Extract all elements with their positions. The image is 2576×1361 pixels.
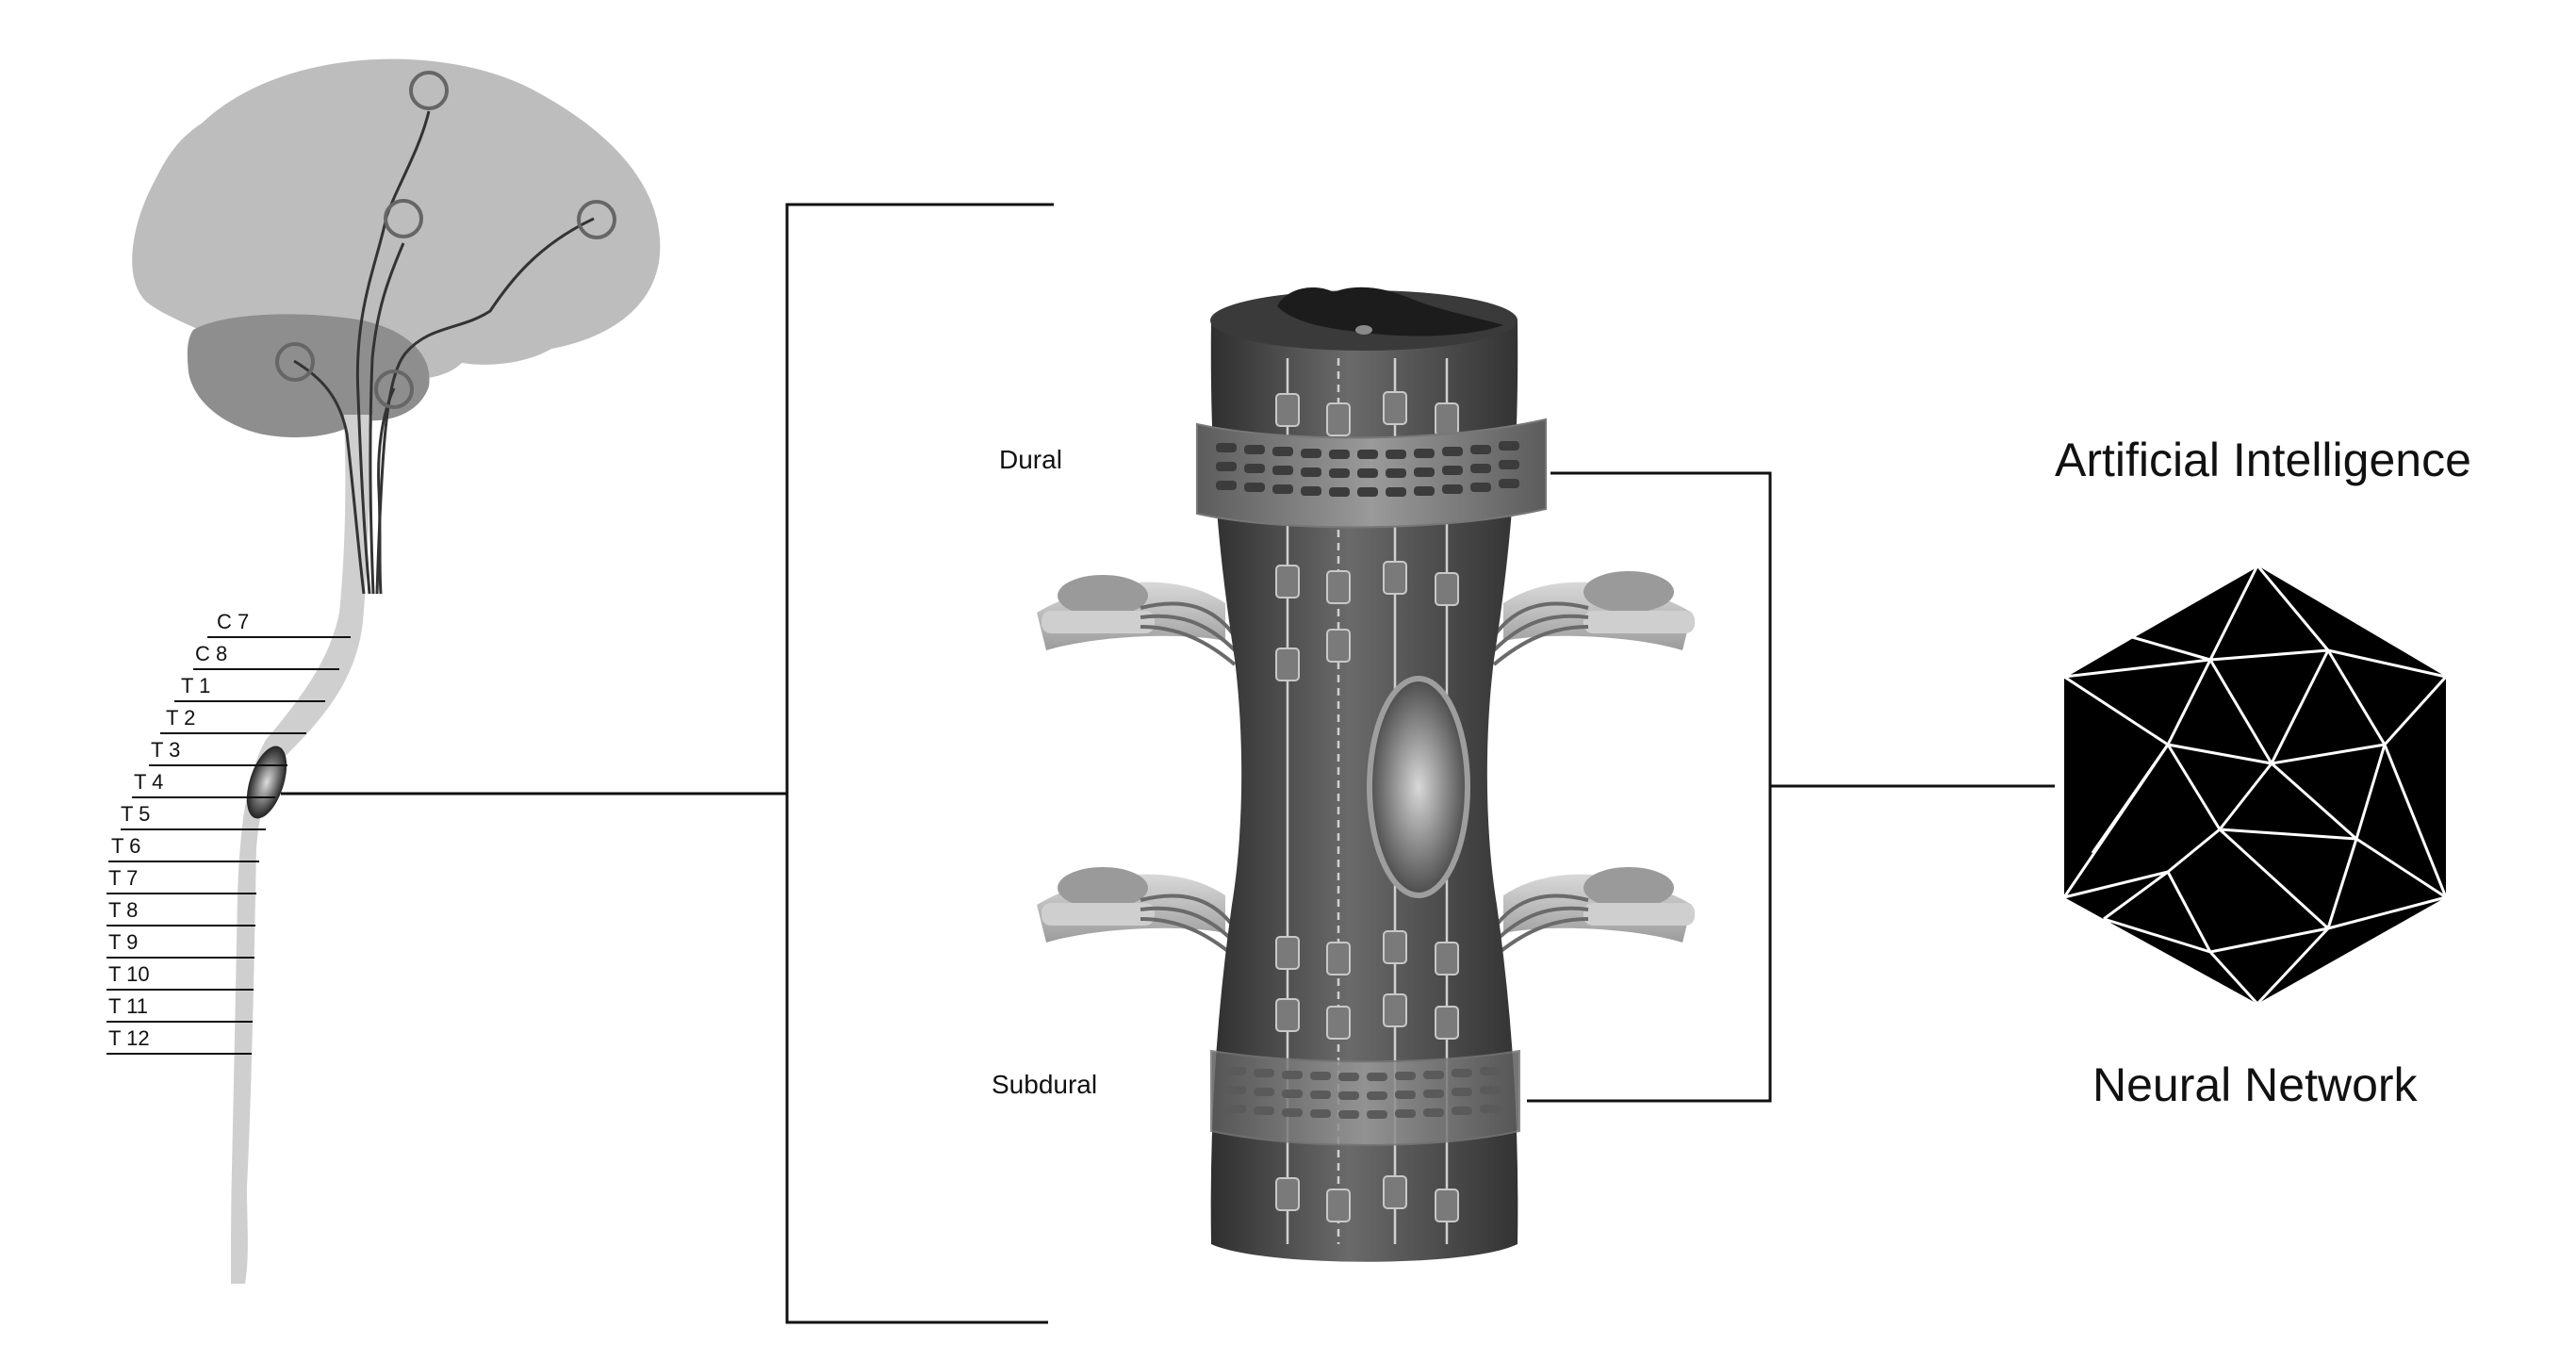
brain-figure: [132, 58, 661, 1284]
left-bracket: [785, 203, 1054, 1324]
connector-lines: [281, 203, 2055, 1324]
segment-label-t12: T 12: [108, 1026, 150, 1050]
brain-node-circle: [374, 369, 414, 409]
spinal-lesion: [246, 746, 287, 819]
network-edges: [2062, 564, 2448, 1006]
implant-device: [1037, 287, 1695, 1262]
segment-label-c7: C 7: [217, 610, 249, 633]
brain-node-circle: [577, 200, 616, 239]
brain-cerebrum: [132, 58, 661, 379]
ai-title: Artificial Intelligence: [2055, 434, 2471, 486]
subdural-band: [1210, 1049, 1520, 1146]
segment-label-t8: T 8: [108, 898, 138, 922]
nerve-roots-left: [1037, 575, 1237, 959]
neural-network-hexagon: [2062, 564, 2448, 1006]
segment-label-t2: T 2: [166, 706, 195, 730]
segment-label-t11: T 11: [108, 994, 148, 1018]
segment-labels: C 7 C 8 T 1 T 2 T 3 T 4 T 5 T 6 T 7 T 8 …: [107, 610, 351, 1055]
brain-nodes: [275, 71, 616, 409]
dural-label: Dural: [999, 445, 1062, 474]
cylinder-top-cavity: [1277, 287, 1503, 336]
brain-node-circle: [384, 199, 423, 238]
brain-node-circle: [409, 71, 449, 110]
segment-label-t10: T 10: [108, 962, 150, 986]
spinal-cord: [231, 415, 372, 1284]
segment-label-t3: T 3: [151, 738, 180, 762]
segment-label-t9: T 9: [108, 930, 138, 954]
nn-title: Neural Network: [2092, 1058, 2419, 1111]
segment-label-t1: T 1: [181, 674, 210, 697]
right-bracket: [1527, 471, 1772, 1103]
brain-node-circle: [275, 342, 315, 382]
segment-label-t7: T 7: [108, 866, 138, 890]
device-electrodes: [1275, 391, 1459, 1222]
segment-label-t6: T 6: [111, 834, 140, 858]
segment-label-t5: T 5: [121, 802, 150, 826]
segment-label-t4: T 4: [134, 770, 163, 794]
dural-band: [1196, 418, 1547, 529]
central-canal: [1355, 325, 1372, 335]
subdural-label: Subdural: [992, 1070, 1097, 1099]
segment-label-c8: C 8: [195, 642, 227, 665]
central-oval: [1367, 676, 1470, 898]
nerve-roots-right: [1492, 571, 1695, 959]
neural-pathways: [293, 110, 595, 595]
